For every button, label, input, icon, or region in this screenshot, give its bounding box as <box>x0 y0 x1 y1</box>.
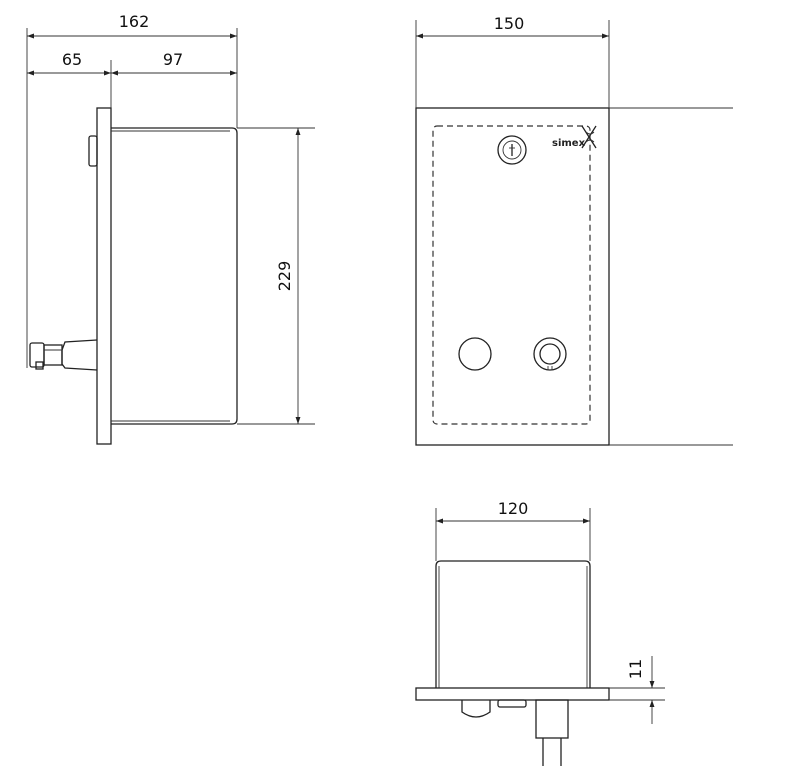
side-pump-nozzle <box>29 339 98 371</box>
front-plate <box>415 107 610 446</box>
bottom-lock-knob <box>461 700 491 718</box>
front-cover-dashed-outline <box>432 125 591 425</box>
side-wall-plate <box>96 107 112 445</box>
dim-side-height: 229 <box>275 261 294 292</box>
keyhole-lock-icon <box>497 135 527 165</box>
push-button-icon <box>458 337 492 371</box>
bottom-body <box>435 560 591 688</box>
bottom-pump-nozzle <box>535 699 569 766</box>
bottom-plate <box>415 687 610 701</box>
bottom-tab <box>497 699 527 708</box>
dim-plate-thickness: 11 <box>626 659 645 679</box>
front-view: simex 150 <box>415 14 733 446</box>
push-button-icon <box>533 337 567 371</box>
dim-side-back-depth: 65 <box>62 50 82 69</box>
bottom-view: 120 11 <box>415 499 665 766</box>
dim-side-body-depth: 97 <box>163 50 183 69</box>
simex-logo: simex <box>552 125 597 149</box>
dim-bottom-width: 120 <box>498 499 529 518</box>
side-body <box>111 127 238 425</box>
svg-text:simex: simex <box>552 138 586 149</box>
dim-front-width: 150 <box>494 14 525 33</box>
side-lock-knob <box>88 135 98 167</box>
dim-side-total-width: 162 <box>119 12 150 31</box>
side-view: 162 65 97 229 <box>26 12 315 445</box>
